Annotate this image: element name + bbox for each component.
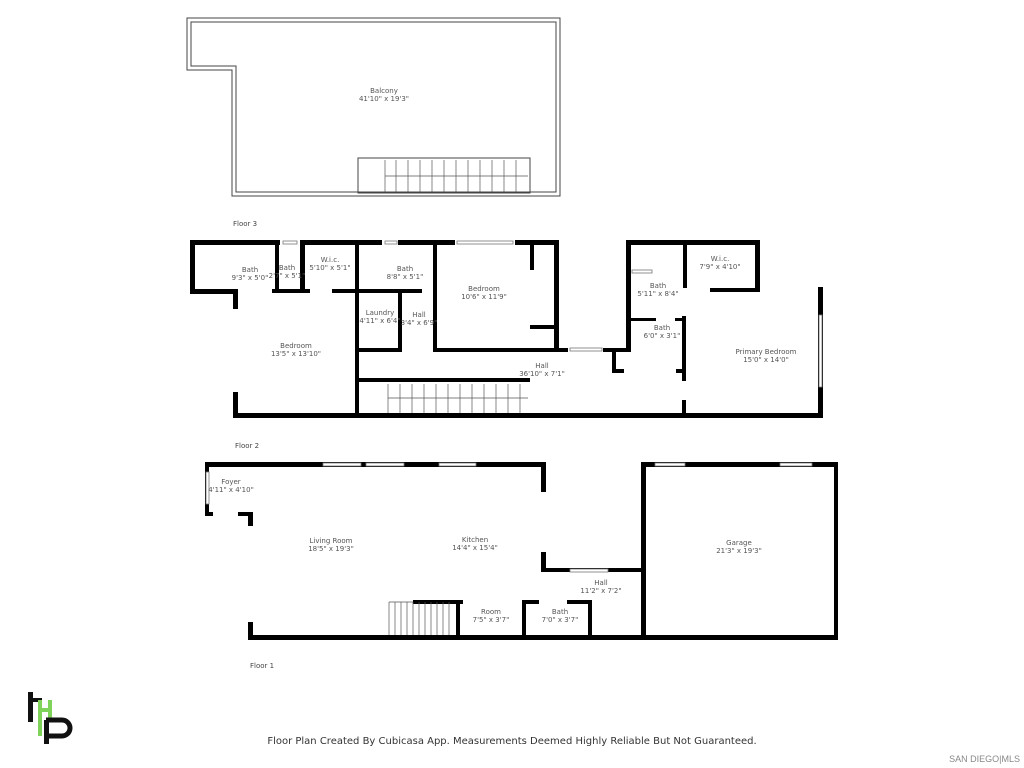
room-name: Bath [279, 264, 295, 272]
room-dims: 15'0" x 14'0" [743, 356, 789, 364]
room-dims: 9'3" x 5'0" [232, 274, 269, 282]
room-name: Garage [726, 539, 752, 547]
room-dims: 7'0" x 3'7" [542, 616, 579, 624]
room-dims: 41'10" x 19'3" [359, 95, 409, 103]
floor-2-walls [205, 462, 838, 640]
room-name: Bath [397, 265, 413, 273]
room-name: W.i.c. [711, 255, 730, 263]
room-dims: 5'11" x 8'4" [637, 290, 678, 298]
floor-2-stairs [388, 601, 450, 635]
room-name: Bath [650, 282, 666, 290]
room-dims: 4'11" x 4'10" [208, 486, 254, 494]
room-dims: 7'5" x 3'7" [473, 616, 510, 624]
room-dims: 11'2" x 7'2" [580, 587, 621, 595]
room-dims: 14'4" x 15'4" [452, 544, 498, 552]
floor-2-rooms: Foyer 4'11" x 4'10" Living Room 18'5" x … [208, 478, 762, 624]
room-name: Hall [412, 311, 425, 319]
room-name: Kitchen [462, 536, 488, 544]
room-dims: 21'3" x 19'3" [716, 547, 762, 555]
floor-3-rooms: Bath 9'3" x 5'0" Bath 2'7" x 5'1" W.i.c.… [232, 255, 797, 378]
room-dims: 10'6" x 11'9" [461, 293, 507, 301]
balcony: Balcony 41'10" x 19'3" [186, 17, 561, 197]
floor-label: Floor 1 [250, 662, 274, 670]
floor-3-stairs [387, 384, 528, 413]
room-name: Bath [654, 324, 670, 332]
room-name: Hall [535, 362, 548, 370]
balcony-stairs [384, 160, 528, 192]
room-dims: 8'8" x 5'1" [387, 273, 424, 281]
room-name: Bath [242, 266, 258, 274]
san-diego-mls-logo: SAN DIEGO|MLS [949, 754, 1020, 764]
room-name: Room [481, 608, 501, 616]
room-dims: 3'4" x 6'9" [401, 319, 438, 327]
room-name: Foyer [221, 478, 241, 486]
room-name: Bedroom [468, 285, 500, 293]
fhp-logo [28, 692, 73, 744]
disclaimer-text: Floor Plan Created By Cubicasa App. Meas… [267, 736, 757, 747]
room-name: Hall [594, 579, 607, 587]
room-name: Primary Bedroom [736, 348, 797, 356]
floor-3-walls [190, 240, 823, 418]
room-name: Balcony [370, 87, 398, 95]
room-dims: 2'7" x 5'1" [269, 272, 306, 280]
room-name: Bath [552, 608, 568, 616]
room-dims: 6'0" x 3'1" [644, 332, 681, 340]
room-dims: 13'5" x 13'10" [271, 350, 321, 358]
room-name: Bedroom [280, 342, 312, 350]
room-dims: 36'10" x 7'1" [519, 370, 565, 378]
room-dims: 5'10" x 5'1" [309, 264, 350, 272]
room-name: W.i.c. [321, 256, 340, 264]
room-dims: 4'11" x 6'4" [359, 317, 400, 325]
room-dims: 18'5" x 19'3" [308, 545, 354, 553]
room-name: Living Room [310, 537, 353, 545]
floor-label: Floor 2 [235, 442, 259, 450]
room-name: Laundry [366, 309, 395, 317]
room-dims: 7'9" x 4'10" [699, 263, 740, 271]
floor-label: Floor 3 [233, 220, 257, 228]
